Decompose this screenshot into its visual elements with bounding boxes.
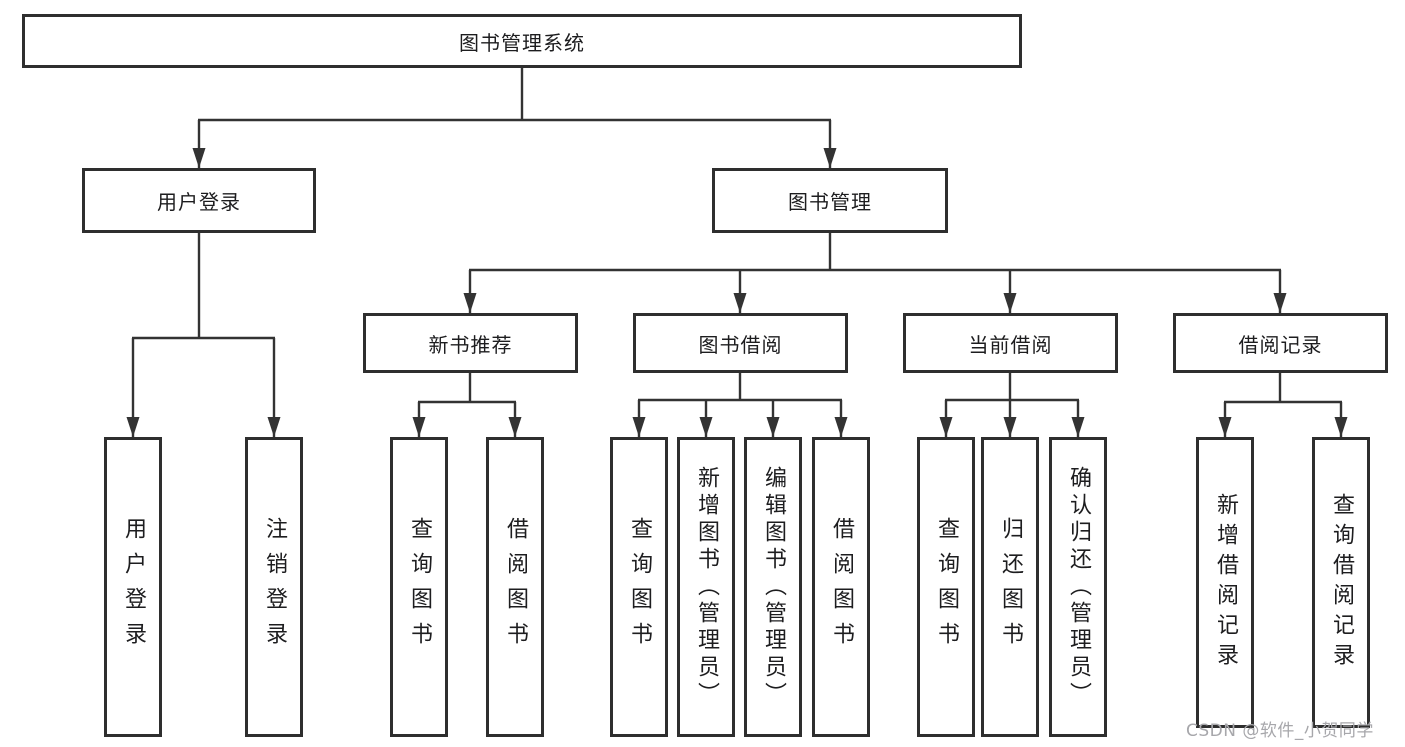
node-borrow-records: 借阅记录: [1173, 313, 1388, 373]
leaf-return-book: 归还图书: [981, 437, 1039, 737]
node-new-book-recommend-label: 新书推荐: [428, 332, 513, 357]
leaf-add-book-admin: 新增图书（管理员）: [677, 437, 735, 737]
node-book-management: 图书管理: [712, 168, 948, 233]
node-borrow-records-label: 借阅记录: [1238, 332, 1323, 357]
leaf-borrow-query-book: 查询图书: [610, 437, 668, 737]
leaf-edit-book-admin: 编辑图书（管理员）: [744, 437, 802, 737]
watermark: CSDN @软件_小贺同学: [1186, 721, 1374, 741]
leaf-edit-book-admin-label: 编辑图书（管理员）: [761, 465, 786, 709]
node-current-borrow: 当前借阅: [903, 313, 1118, 373]
leaf-query-borrow-record: 查询借阅记录: [1312, 437, 1370, 728]
leaf-add-borrow-record: 新增借阅记录: [1196, 437, 1254, 728]
leaf-query-borrow-record-label: 查询借阅记录: [1329, 492, 1354, 673]
leaf-newbook-borrow-book-label: 借阅图书: [503, 517, 528, 657]
node-book-borrow-label: 图书借阅: [698, 332, 783, 357]
node-new-book-recommend: 新书推荐: [363, 313, 578, 373]
leaf-add-borrow-record-label: 新增借阅记录: [1213, 492, 1238, 673]
leaf-newbook-query-book-label: 查询图书: [407, 517, 432, 657]
leaf-logout: 注销登录: [245, 437, 303, 737]
arrowheads: [126, 148, 1348, 437]
leaf-logout-label: 注销登录: [262, 517, 287, 657]
leaf-current-query-book-label: 查询图书: [934, 517, 959, 657]
node-book-borrow: 图书借阅: [633, 313, 848, 373]
leaf-user-login-label: 用户登录: [121, 517, 146, 657]
node-root: 图书管理系统: [22, 14, 1022, 68]
leaf-newbook-query-book: 查询图书: [390, 437, 448, 737]
node-user-login-label: 用户登录: [157, 190, 241, 214]
connector-segments: [131, 66, 1343, 437]
leaf-borrow-query-book-label: 查询图书: [627, 517, 652, 657]
leaf-confirm-return-admin-label: 确认归还（管理员）: [1066, 465, 1091, 709]
leaf-add-book-admin-label: 新增图书（管理员）: [694, 465, 719, 709]
node-current-borrow-label: 当前借阅: [968, 332, 1053, 357]
node-root-label: 图书管理系统: [459, 30, 585, 55]
leaf-return-book-label: 归还图书: [998, 517, 1023, 657]
leaf-borrow-borrow-book-label: 借阅图书: [829, 517, 854, 657]
leaf-confirm-return-admin: 确认归还（管理员）: [1049, 437, 1107, 737]
node-user-login: 用户登录: [82, 168, 316, 233]
leaf-newbook-borrow-book: 借阅图书: [486, 437, 544, 737]
node-book-management-label: 图书管理: [788, 190, 872, 214]
leaf-borrow-borrow-book: 借阅图书: [812, 437, 870, 737]
leaf-user-login: 用户登录: [104, 437, 162, 737]
leaf-current-query-book: 查询图书: [917, 437, 975, 737]
